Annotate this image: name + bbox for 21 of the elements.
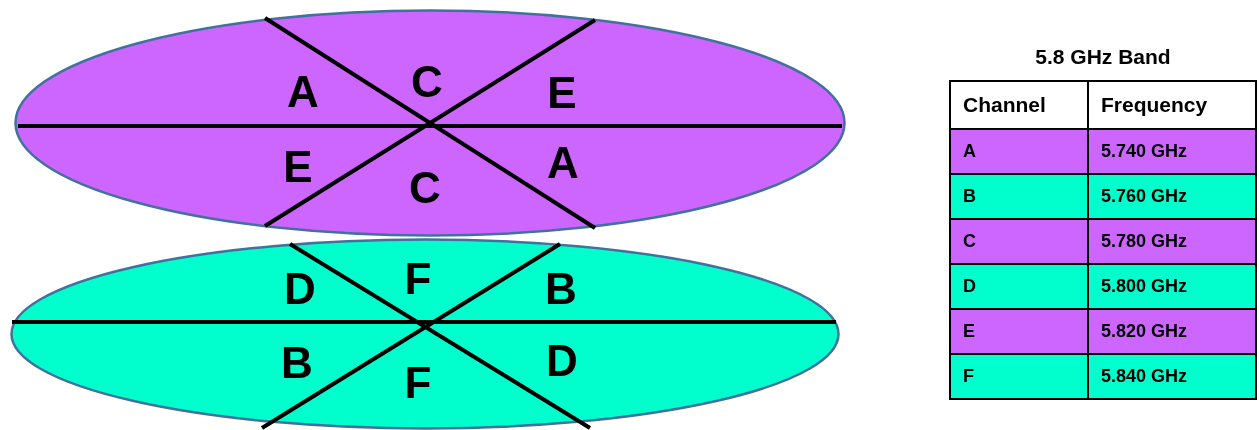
- sector-letter: C: [411, 60, 443, 104]
- table-title: 5.8 GHz Band: [1034, 44, 1172, 70]
- table-cell-text: 5.800 GHz: [1100, 275, 1189, 298]
- sector-letter: D: [284, 267, 316, 311]
- sector-letter: B: [281, 341, 313, 385]
- table-cell-text: 5.780 GHz: [1100, 230, 1189, 253]
- table-cell-text: 5.740 GHz: [1100, 140, 1189, 163]
- table-cell-text: 5.840 GHz: [1100, 365, 1189, 388]
- table-cell-text: 5.760 GHz: [1100, 185, 1189, 208]
- sector-letter: A: [287, 70, 319, 114]
- table-cell: F: [951, 355, 1089, 398]
- sector-letter: A: [547, 141, 579, 185]
- sector-letter: B: [545, 267, 577, 311]
- sector-letter: E: [283, 145, 313, 189]
- sector-letter: D: [546, 339, 578, 383]
- sector-letter: E: [547, 71, 577, 115]
- table-cell-text: 5.820 GHz: [1100, 320, 1189, 343]
- sector-letter: F: [404, 257, 432, 301]
- sector-letter: F: [404, 361, 432, 405]
- header-cell-text: Frequency: [1100, 92, 1209, 119]
- sector-letter: C: [409, 166, 441, 210]
